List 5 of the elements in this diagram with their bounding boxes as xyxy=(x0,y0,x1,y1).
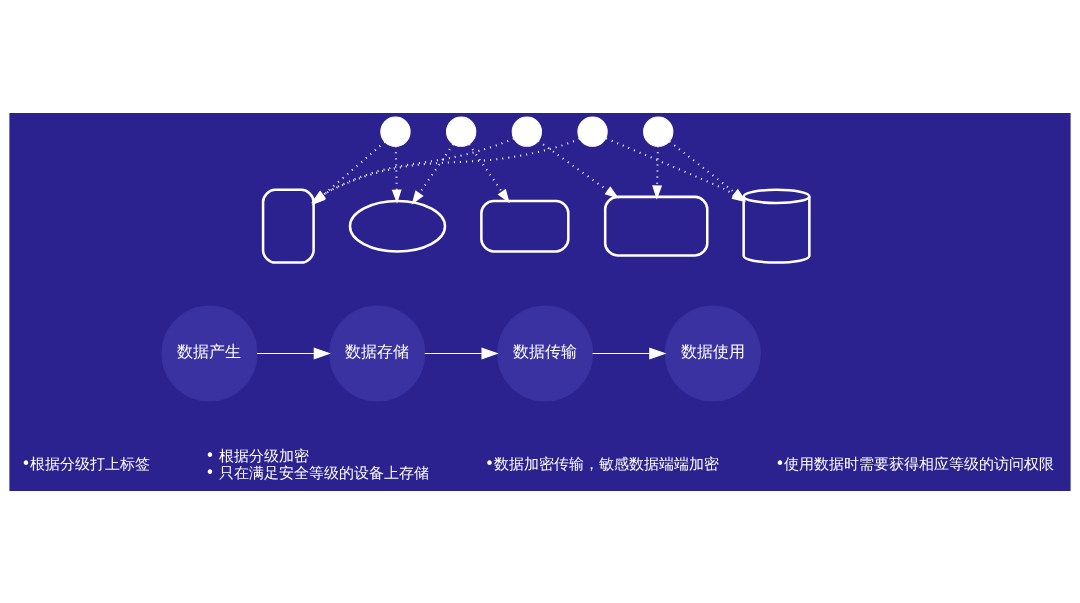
node-label: •数据加密传输，敏感数据端端加密 xyxy=(484,454,719,473)
node-label: •使用数据时需要获得相应等级的访问权限 xyxy=(775,454,1055,473)
node-label: •根据分级打上标签 xyxy=(21,454,151,473)
node-label: • 根据分级加密 xyxy=(205,446,310,465)
node-label: • 只在满足安全等级的设备上存储 xyxy=(205,463,430,482)
